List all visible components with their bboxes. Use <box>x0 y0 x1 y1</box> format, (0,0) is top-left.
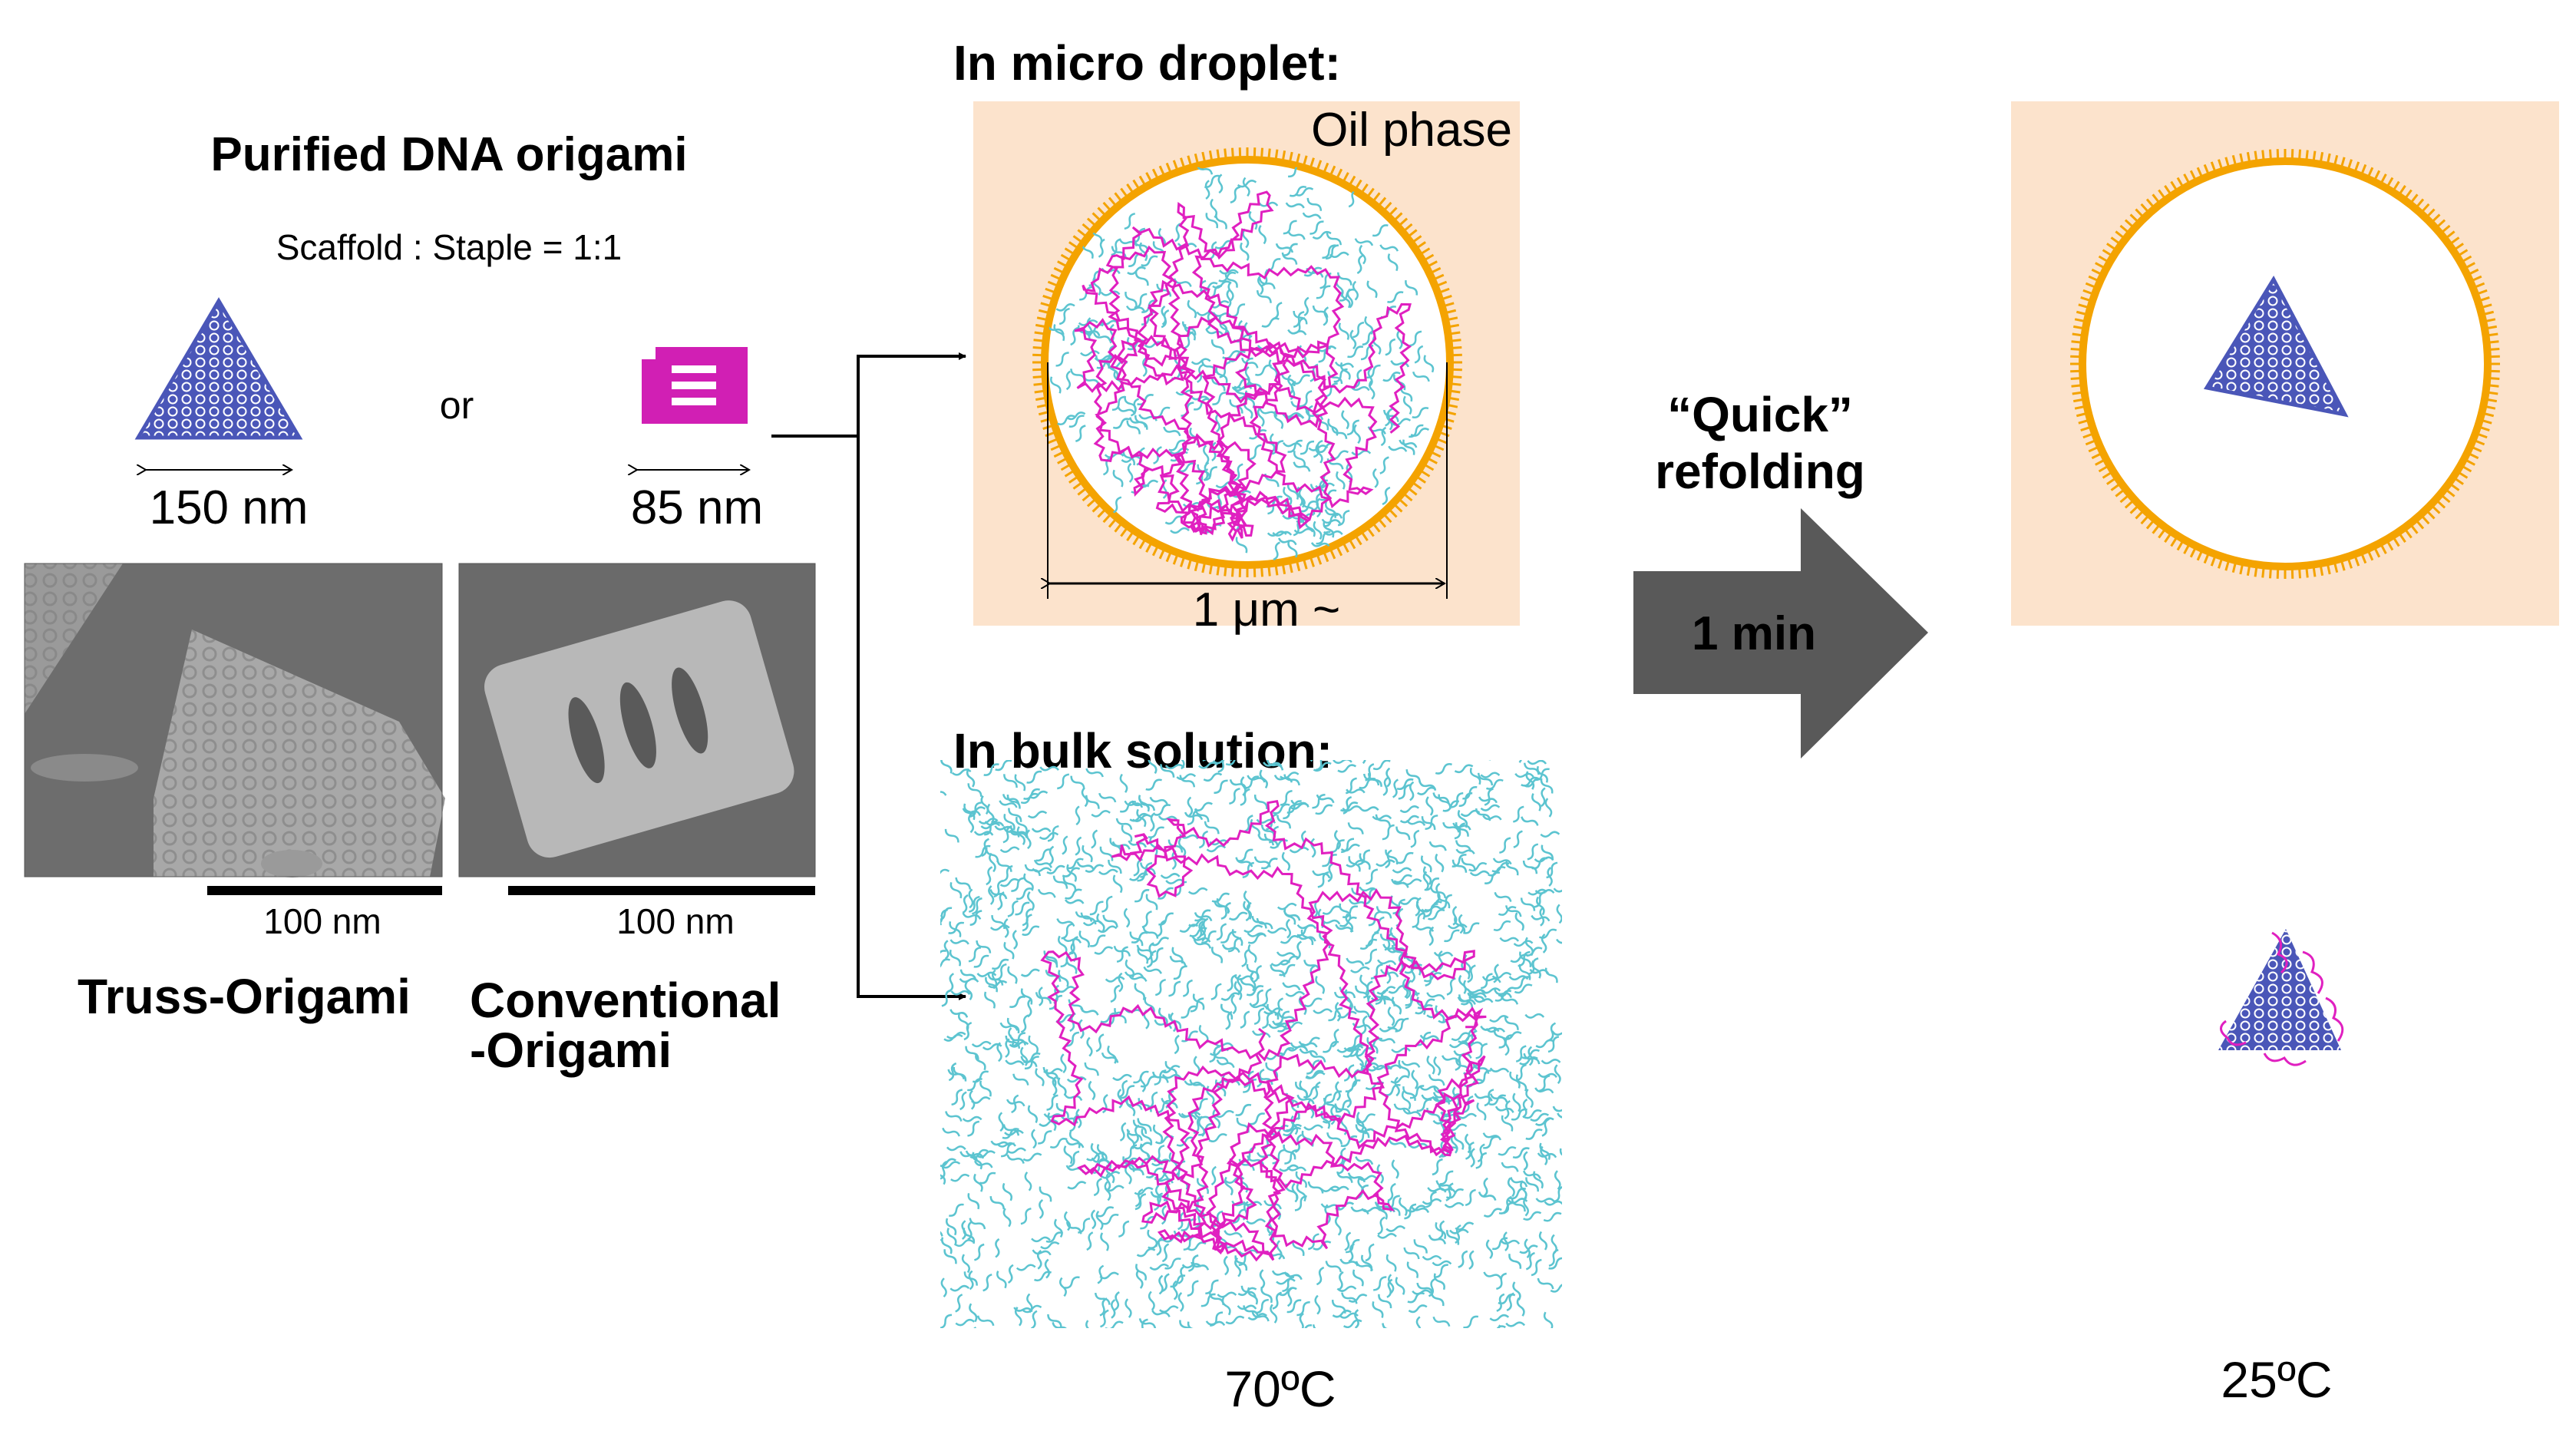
refold-time: 1 min <box>1692 607 1816 660</box>
scale-bar-conventional-label: 100 nm <box>616 901 734 941</box>
conventional-origami-label-2: -Origami <box>470 1023 672 1078</box>
quick-refolding: “Quick” refolding 1 min <box>1633 387 1928 758</box>
or-text: or <box>440 384 474 427</box>
truss-size-label: 150 nm <box>150 481 309 534</box>
droplet-dna-strands <box>1047 164 1435 561</box>
bulk-panel: In bulk solution: 70ºC <box>940 723 1562 1417</box>
droplet-title: In micro droplet: <box>953 35 1341 91</box>
refolded-origami-in-droplet <box>2203 275 2349 418</box>
result-panel: 25ºC <box>2011 101 2559 1408</box>
scale-bar-truss-label: 100 nm <box>263 901 381 941</box>
droplet-diameter-label: 1 μm ~ <box>1193 583 1341 636</box>
refold-label-1: “Quick” <box>1667 387 1853 442</box>
conventional-origami-icon <box>642 347 748 424</box>
afm-image-conventional <box>458 563 816 877</box>
panel-title-purified: Purified DNA origami <box>210 128 687 181</box>
oil-phase-label: Oil phase <box>1311 104 1512 157</box>
afm-image-truss <box>24 563 445 877</box>
misfolded-origami-bulk <box>2218 929 2344 1066</box>
refold-label-2: refolding <box>1655 444 1865 499</box>
ratio-text: Scaffold : Staple = 1:1 <box>276 227 623 267</box>
branch-arrows <box>771 352 966 1000</box>
bulk-dna-strands <box>940 760 1562 1328</box>
bulk-temperature: 70ºC <box>1224 1360 1336 1417</box>
droplet-panel: In micro droplet: Oil phase 1 μm ~ <box>953 35 1520 636</box>
left-panel: Purified DNA origami Scaffold : Staple =… <box>24 128 816 1078</box>
truss-origami-icon <box>134 297 303 440</box>
conventional-origami-label-1: Conventional <box>470 973 781 1028</box>
bulk-title: In bulk solution: <box>953 723 1333 778</box>
result-temperature: 25ºC <box>2221 1351 2332 1408</box>
truss-origami-label: Truss-Origami <box>78 969 411 1024</box>
conventional-size-label: 85 nm <box>631 481 763 534</box>
refold-arrow <box>1633 508 1928 758</box>
